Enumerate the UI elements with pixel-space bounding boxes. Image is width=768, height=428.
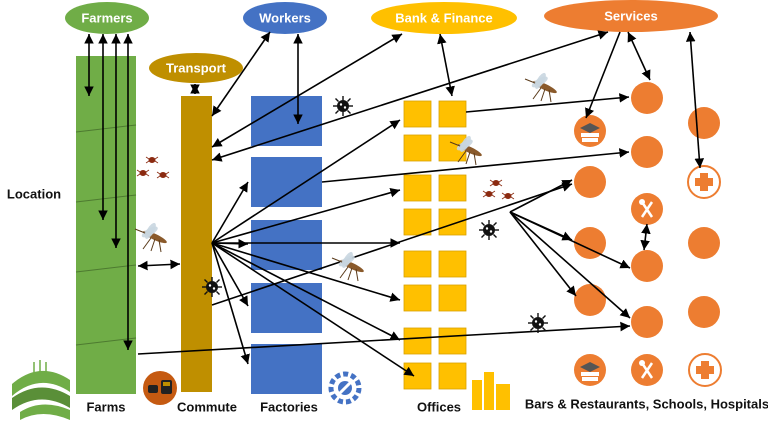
virus-icon <box>332 95 354 117</box>
services-oval <box>544 0 718 32</box>
farmers-oval <box>65 2 149 34</box>
farms-column <box>76 56 136 394</box>
fork-spoon-icon-bottom <box>631 354 663 386</box>
commute-column <box>181 96 212 392</box>
tick-cluster-left <box>136 156 170 179</box>
services-bottom-label: Bars & Restaurants, Schools, Hospitals <box>524 396 768 412</box>
farmers-label: Farmers <box>81 10 133 26</box>
farm-field-icon <box>12 360 70 420</box>
commute-label: Commute <box>177 399 237 415</box>
services-label: Services <box>604 8 658 24</box>
transport-label: Transport <box>166 60 226 76</box>
virus-icon <box>201 276 223 298</box>
virus-icon <box>527 312 549 334</box>
service-circles <box>574 82 720 338</box>
fork-spoon-icon <box>631 193 663 225</box>
farms-label: Farms <box>86 399 126 415</box>
medical-cross-icon-bottom <box>688 353 722 387</box>
workers-label: Workers <box>259 10 311 26</box>
factory-blocks <box>251 96 322 394</box>
factories-label: Factories <box>260 399 318 415</box>
flow-arrows <box>84 30 705 377</box>
workers-oval <box>243 2 327 34</box>
car-bus-icon <box>143 371 177 405</box>
mosquito-icon <box>134 220 169 253</box>
offices-label: Offices <box>416 399 462 415</box>
virus-icon <box>478 219 500 241</box>
school-hat-books-icon-bottom <box>574 354 606 386</box>
office-buildings-icon <box>472 372 510 410</box>
medical-cross-icon <box>687 165 721 199</box>
bank-finance-oval <box>371 2 517 34</box>
school-hat-books-icon <box>574 115 606 147</box>
tick-cluster-right <box>482 179 515 200</box>
mosquito-icon <box>524 70 559 103</box>
gear-wrench-icon <box>328 371 362 405</box>
bank-finance-label: Bank & Finance <box>395 10 493 26</box>
location-label: Location <box>6 186 62 202</box>
